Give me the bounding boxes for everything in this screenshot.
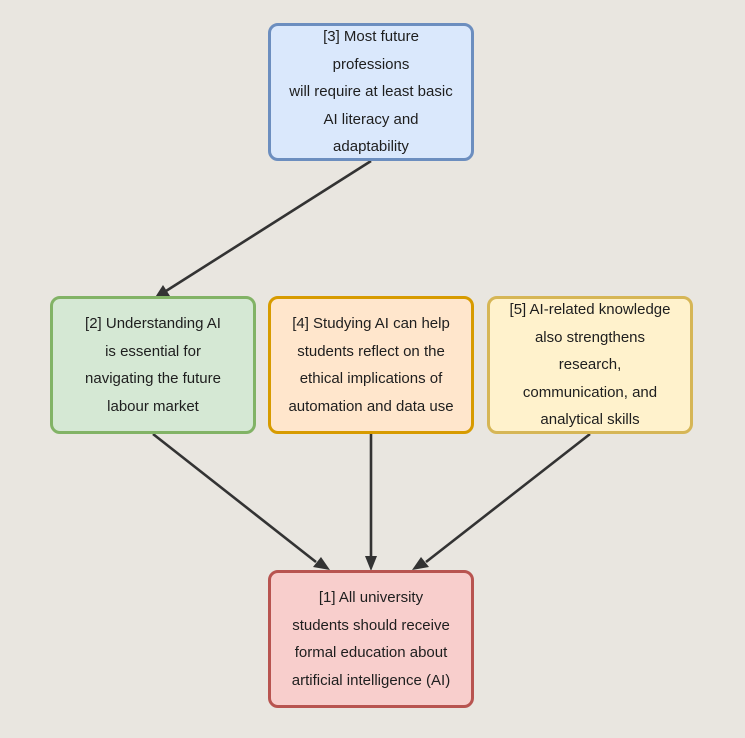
arrow-n2-to-n1 <box>152 432 317 564</box>
arrowhead-n2-to-n1 <box>313 557 330 570</box>
node-5-research-skills: [5] AI-related knowledge also strengthen… <box>487 296 693 434</box>
arrowhead-n4-to-n1 <box>365 556 377 571</box>
arrowhead-n3-to-n2 <box>154 285 170 299</box>
node-2-labour-market: [2] Understanding AI is essential for na… <box>50 296 256 434</box>
arrowhead-n5-to-n1 <box>412 557 429 570</box>
arrow-n3-to-n2 <box>165 159 372 293</box>
node-3-label: [3] Most future professions will require… <box>289 28 453 156</box>
node-4-ethical-implications: [4] Studying AI can help students reflec… <box>268 296 474 434</box>
node-4-label: [4] Studying AI can help students reflec… <box>288 315 454 415</box>
node-1-main-claim: [1] All university students should recei… <box>268 570 474 708</box>
node-3-future-professions: [3] Most future professions will require… <box>268 23 474 161</box>
node-5-label: [5] AI-related knowledge also strengthen… <box>509 301 671 429</box>
arrow-n5-to-n1 <box>425 432 591 564</box>
node-1-label: [1] All university students should recei… <box>291 589 451 689</box>
node-2-label: [2] Understanding AI is essential for na… <box>85 315 221 415</box>
